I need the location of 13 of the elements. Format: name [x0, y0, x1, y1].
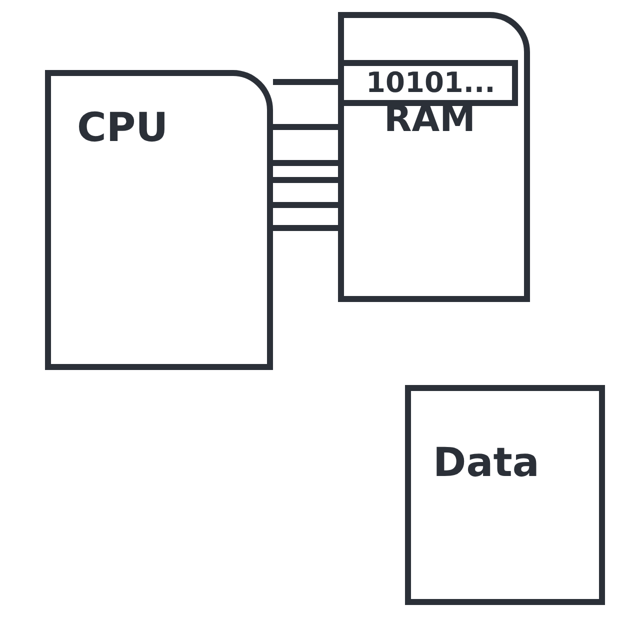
- cpu-box: [45, 70, 273, 370]
- bus-line: [273, 202, 338, 208]
- ram-box: [338, 12, 530, 302]
- bus-line: [273, 160, 338, 166]
- bus-line: [273, 177, 338, 183]
- bus-line: [273, 124, 338, 130]
- node-label: CPU: [77, 106, 168, 150]
- bus-line: [273, 225, 338, 231]
- node-label: Data: [433, 441, 540, 485]
- bus-line: [273, 79, 338, 85]
- node-label: 10101...: [366, 68, 496, 99]
- node-label: RAM: [384, 100, 476, 140]
- data-box: [405, 385, 605, 605]
